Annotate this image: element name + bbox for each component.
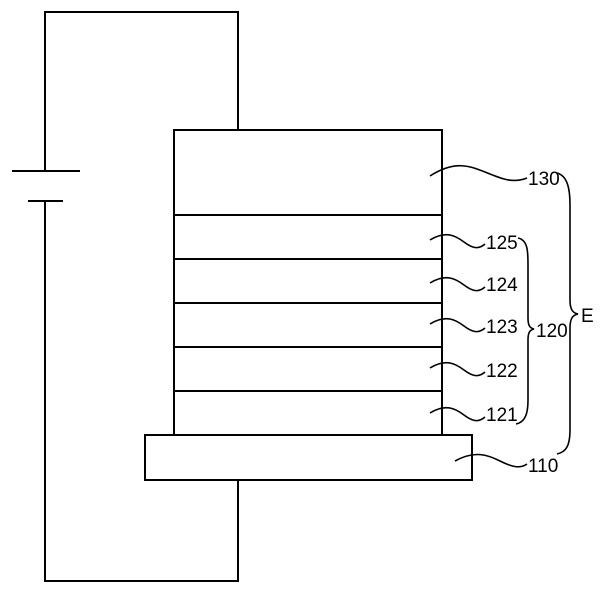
label-110: 110 [528,456,558,477]
leader-130 [430,166,527,181]
brace-120 [516,238,534,424]
label-130: 130 [528,169,560,190]
layer-122 [174,347,442,391]
label-124: 124 [486,275,518,296]
label-121: 121 [486,405,518,426]
label-E: E [581,306,594,327]
layer-124 [174,259,442,303]
layer-123 [174,303,442,347]
label-125: 125 [486,233,518,254]
layer-130 [174,130,442,215]
layer-121 [174,391,442,435]
label-123: 123 [486,317,518,338]
label-120: 120 [536,321,568,342]
layer-125 [174,215,442,259]
label-122: 122 [486,361,518,382]
substrate-110 [145,435,472,480]
brace-E [557,173,578,454]
